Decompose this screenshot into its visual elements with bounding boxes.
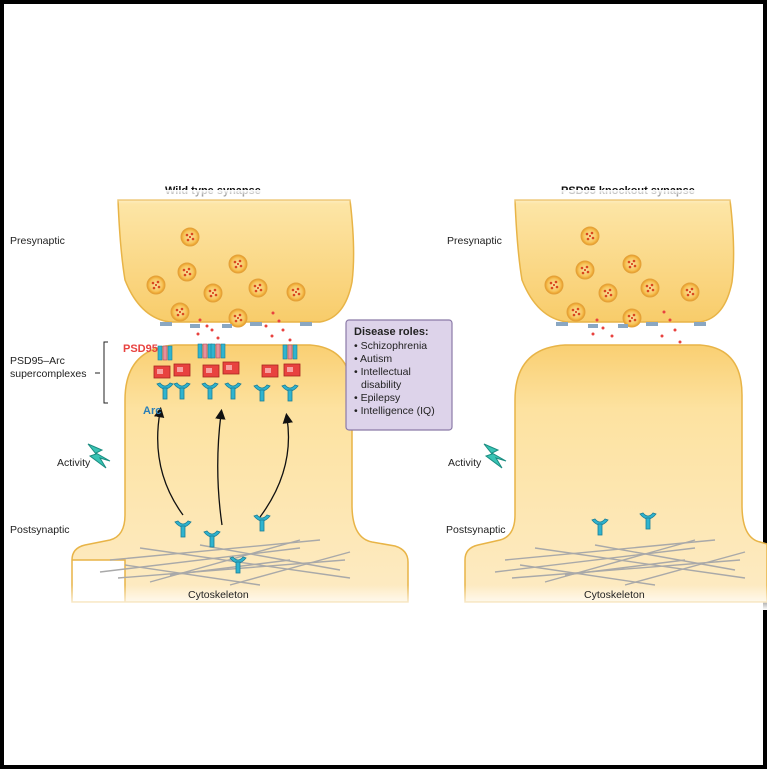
lightning-icon — [88, 444, 110, 468]
postsynaptic-spine — [465, 345, 767, 602]
disease-roles-box: Disease roles: • Schizophrenia • Autism … — [346, 320, 452, 430]
knockout-panel: PSD95 knockout synapse — [446, 185, 767, 610]
presynaptic-label: Presynaptic — [447, 235, 502, 247]
supercomplex-label-line2: supercomplexes — [10, 368, 86, 380]
activity-label: Activity — [448, 457, 482, 469]
disease-item: disability — [361, 379, 402, 391]
presynaptic-label: Presynaptic — [10, 235, 65, 247]
postsynaptic-label: Postsynaptic — [10, 524, 70, 536]
lightning-icon — [484, 444, 506, 468]
arc-label: Arc — [143, 405, 161, 417]
disease-item: • Autism — [354, 353, 392, 365]
cytoskeleton-label: Cytoskeleton — [188, 589, 249, 601]
disease-item: • Intellectual — [354, 366, 411, 378]
disease-roles-title: Disease roles: — [354, 326, 429, 338]
supercomplex-bracket — [95, 342, 108, 403]
activity-label: Activity — [57, 457, 91, 469]
disease-item: • Epilepsy — [354, 392, 401, 404]
postsynaptic-label: Postsynaptic — [446, 524, 506, 536]
supercomplex-label-line1: PSD95–Arc — [10, 355, 65, 367]
disease-item: • Intelligence (IQ) — [354, 405, 435, 417]
disease-item: • Schizophrenia — [354, 340, 427, 352]
cytoskeleton-label: Cytoskeleton — [584, 589, 645, 601]
psd95-label: PSD95 — [123, 343, 158, 355]
